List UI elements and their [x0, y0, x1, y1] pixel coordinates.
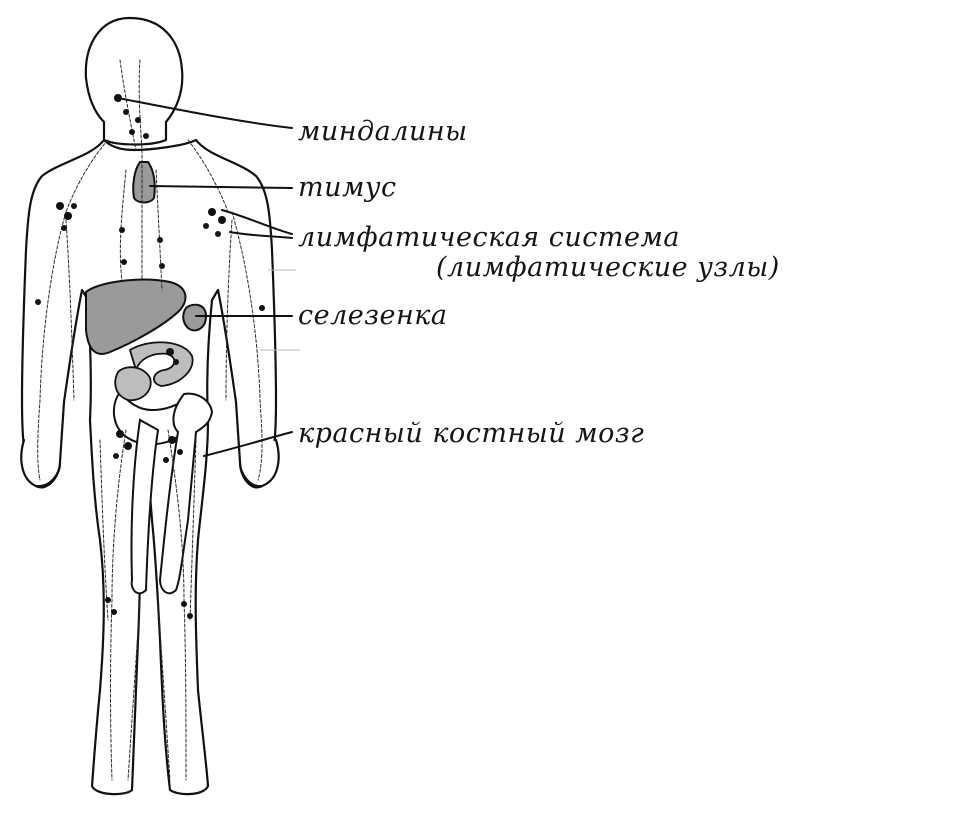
lymph-node [181, 601, 187, 607]
lymph-node [173, 359, 179, 365]
lymph-node [166, 348, 174, 356]
lymph-node [159, 263, 165, 269]
lymph-node [135, 117, 141, 123]
lymph-node [177, 449, 183, 455]
thymus-organ [133, 162, 155, 203]
lymph-node [56, 202, 64, 210]
lymph-node [64, 212, 72, 220]
lymph-node [111, 609, 117, 615]
lymph-node [259, 305, 265, 311]
lymph-node [208, 208, 216, 216]
label-spleen: селезенка [298, 300, 447, 331]
label-tonsils: миндалины [298, 116, 468, 147]
lymph-node [168, 436, 176, 444]
body-outline [21, 18, 278, 794]
lymph-node [105, 597, 111, 603]
lymph-node [116, 430, 124, 438]
labels: миндалины тимус лимфатическая система (л… [298, 116, 780, 449]
label-lymph-system: лимфатическая система [298, 222, 680, 253]
lymph-node [61, 225, 67, 231]
lymph-node [119, 227, 125, 233]
lymph-node [35, 299, 41, 305]
label-red-bone-marrow: красный костный мозг [298, 418, 644, 449]
lymph-node [218, 216, 226, 224]
lymph-node [71, 203, 77, 209]
lymph-node [124, 442, 132, 450]
label-lymph-nodes: (лимфатические узлы) [436, 252, 780, 283]
lymph-node [215, 231, 221, 237]
head [86, 18, 182, 145]
lymph-node [203, 223, 209, 229]
lymph-node [129, 129, 135, 135]
lymph-node [123, 109, 129, 115]
lymph-node [187, 613, 193, 619]
lymph-node [143, 133, 149, 139]
lymph-node [113, 453, 119, 459]
intestine-loop-2 [115, 367, 150, 400]
label-thymus: тимус [298, 172, 397, 203]
lymph-node [157, 237, 163, 243]
lymph-node [163, 457, 169, 463]
lymph-node [121, 259, 127, 265]
spleen-organ [183, 305, 206, 331]
